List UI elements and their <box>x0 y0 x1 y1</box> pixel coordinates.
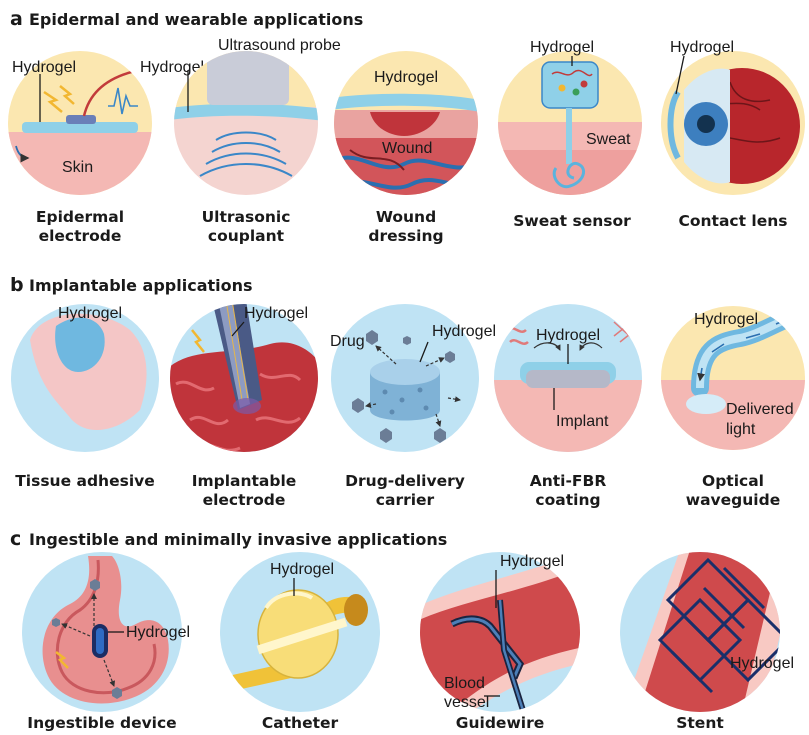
panel-drug-delivery-carrier: Drug Hydrogel Drug-delivery carrier <box>330 300 496 509</box>
caption-line: carrier <box>376 491 435 509</box>
panel-optical-waveguide: Hydrogel Delivered light Optical wavegui… <box>660 300 809 509</box>
label-drug: Drug <box>330 333 365 350</box>
caption-line: coating <box>535 491 600 509</box>
panel-sweat-sensor: Hydrogel Sweat Sweat sensor <box>490 39 650 230</box>
label-hydrogel: Hydrogel <box>730 655 794 672</box>
label-implant: Implant <box>556 413 609 430</box>
panel-catheter: Hydrogel Catheter <box>210 550 390 732</box>
caption-line: Anti-FBR <box>530 472 607 490</box>
caption-line: electrode <box>203 491 286 509</box>
section-a-letter: a <box>10 8 23 30</box>
label-hydrogel: Hydrogel <box>58 305 122 322</box>
panel-wound-dressing: Hydrogel Wound Wound dressing <box>330 45 490 245</box>
section-b-letter: b <box>10 274 24 296</box>
panel-stent: Hydrogel Stent <box>610 550 800 732</box>
label-hydrogel: Hydrogel <box>12 59 76 76</box>
label-vessel: vessel <box>444 694 489 711</box>
label-sweat: Sweat <box>586 131 631 148</box>
label-ultrasound-probe: Ultrasound probe <box>218 37 341 54</box>
caption-line: Guidewire <box>456 714 544 732</box>
panel-tissue-adhesive: Hydrogel Tissue adhesive <box>0 300 170 490</box>
panel-guidewire: Hydrogel Blood vessel Guidewire <box>410 550 600 732</box>
label-blood: Blood <box>444 675 485 692</box>
caption-line: couplant <box>208 227 285 245</box>
caption-line: Stent <box>676 714 724 732</box>
caption-line: electrode <box>39 227 122 245</box>
label-hydrogel: Hydrogel <box>244 305 308 322</box>
section-a-title: Epidermal and wearable applications <box>29 10 363 29</box>
label-hydrogel: Hydrogel <box>694 311 758 328</box>
label-delivered: Delivered <box>726 401 794 418</box>
caption-line: Catheter <box>262 714 339 732</box>
label-hydrogel: Hydrogel <box>500 553 564 570</box>
caption-line: dressing <box>368 227 443 245</box>
label-hydrogel: Hydrogel <box>670 39 734 56</box>
label-hydrogel: Hydrogel <box>270 561 334 578</box>
label-hydrogel: Hydrogel <box>530 39 594 56</box>
panel-anti-fbr-coating: Hydrogel Implant Anti-FBR coating <box>490 300 650 509</box>
section-c-title: Ingestible and minimally invasive applic… <box>29 530 447 549</box>
caption-line: Contact lens <box>678 212 787 230</box>
caption-line: Ultrasonic <box>202 208 291 226</box>
panel-implantable-electrode: Hydrogel Implantable electrode <box>165 300 325 509</box>
caption-line: Drug-delivery <box>345 472 465 490</box>
caption-line: waveguide <box>686 491 780 509</box>
caption-line: Epidermal <box>36 208 124 226</box>
label-hydrogel: Hydrogel <box>374 69 438 86</box>
section-c: c Ingestible and minimally invasive appl… <box>10 528 800 732</box>
panel-ingestible-device: Hydrogel Ingestible device <box>20 550 190 732</box>
panel-epidermal-electrode: Hydrogel Hydrogel Skin Epidermal electro… <box>0 45 204 245</box>
caption-line: Implantable <box>192 472 297 490</box>
section-c-letter: c <box>10 528 21 550</box>
panel-contact-lens: Hydrogel Contact lens <box>655 39 809 230</box>
caption-line: Wound <box>376 208 436 226</box>
caption-line: Tissue adhesive <box>15 472 155 490</box>
section-b: b Implantable applications Hydrogel Tiss… <box>0 274 809 509</box>
label-hydrogel: Hydrogel <box>126 624 190 641</box>
label-hydrogel: Hydrogel <box>432 323 496 340</box>
caption-line: Ingestible device <box>27 714 176 732</box>
caption-line: Sweat sensor <box>513 212 631 230</box>
label-wound: Wound <box>382 140 432 157</box>
label-hydrogel: Hydrogel <box>536 327 600 344</box>
section-a: a Epidermal and wearable applications Hy… <box>0 8 809 245</box>
section-b-title: Implantable applications <box>29 276 253 295</box>
label-light: light <box>726 421 756 438</box>
caption-line: Optical <box>702 472 764 490</box>
label-skin: Skin <box>62 159 93 176</box>
